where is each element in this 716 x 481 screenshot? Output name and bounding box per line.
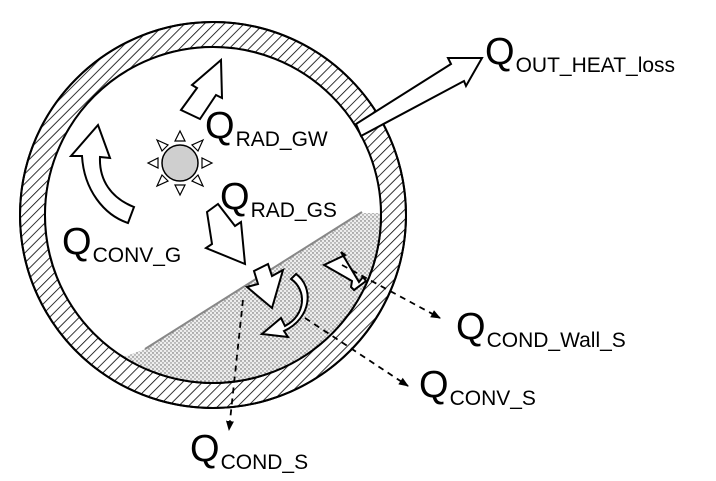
arrow-conv-s (259, 272, 309, 339)
heat-source-icon (146, 129, 214, 197)
arrow-rad-gw (179, 57, 224, 121)
arrow-rad-gs (203, 202, 247, 266)
arrow-cond-s (244, 262, 285, 310)
label-q-cond-s: QCOND_S (190, 428, 309, 474)
outer-wall-outline (19, 21, 407, 409)
bed-surface-line (144, 211, 363, 350)
arrow-heat-loss (354, 57, 484, 138)
arrow-conv-g (68, 123, 136, 225)
label-q-conv-g: QCONV_G (62, 221, 182, 267)
label-q-rad-gs: QRAD_GS (220, 176, 337, 222)
label-q-conv-s: QCONV_S (419, 364, 536, 410)
label-q-cond-wall-s: QCOND_Wall_S (456, 306, 626, 352)
inner-wall-outline (44, 46, 382, 384)
leader-conv-s (304, 317, 409, 387)
label-q-out-heat-loss: QOUT_HEAT_loss (485, 31, 676, 77)
label-q-rad-gw: QRAD_GW (205, 105, 328, 151)
leader-cond-wall-s (341, 264, 441, 319)
arrow-cond-wall-s (321, 251, 368, 292)
